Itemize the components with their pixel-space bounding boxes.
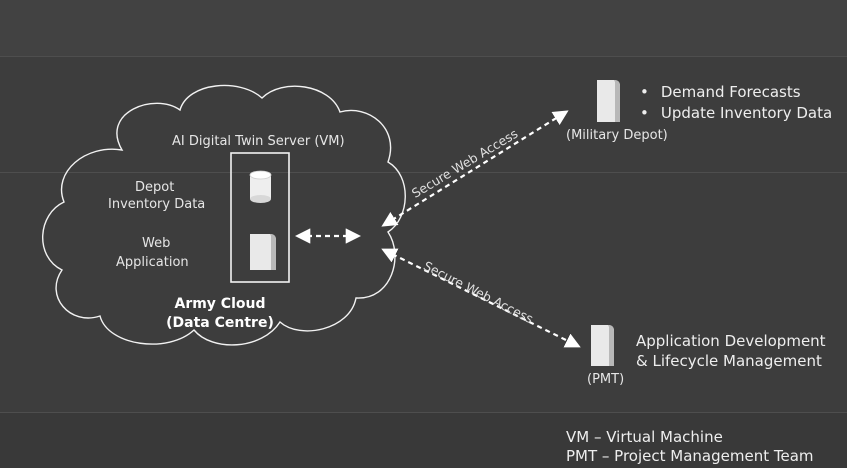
pmt-link-arrow xyxy=(381,248,581,348)
background-band-bottom xyxy=(0,413,847,468)
vm-title: AI Digital Twin Server (VM) xyxy=(172,134,345,149)
depot-link-arrow xyxy=(381,110,569,227)
pmt-caption: (PMT) xyxy=(587,372,625,387)
depot-bullet-item: Demand Forecasts xyxy=(640,82,832,103)
legend-line2: PMT – Project Management Team xyxy=(566,447,814,465)
cloud-shape xyxy=(42,84,406,346)
depot-caption: (Military Depot) xyxy=(566,128,668,143)
depot-bullet-list: Demand Forecasts Update Inventory Data xyxy=(640,82,832,124)
depot-server-icon xyxy=(597,80,620,122)
inventory-label-line2: Inventory Data xyxy=(108,197,206,212)
background-rule xyxy=(0,56,847,57)
background-rule xyxy=(0,412,847,413)
pmt-server-icon xyxy=(591,325,614,366)
pmt-desc-line1: Application Development xyxy=(636,332,826,350)
server-icon xyxy=(250,234,276,270)
legend-line1: VM – Virtual Machine xyxy=(566,428,723,446)
cloud-name-line2: (Data Centre) xyxy=(166,315,274,331)
webapp-label-line2: Application xyxy=(116,255,189,270)
cloud-name-line1: Army Cloud xyxy=(174,296,266,312)
background-band-top xyxy=(0,0,847,56)
vm-boundary xyxy=(230,152,290,283)
webapp-label-line1: Web xyxy=(142,236,171,251)
pmt-desc-line2: & Lifecycle Management xyxy=(636,352,822,370)
database-icon xyxy=(249,170,272,203)
inventory-label-line1: Depot xyxy=(135,180,175,195)
depot-bullet-item: Update Inventory Data xyxy=(640,103,832,124)
